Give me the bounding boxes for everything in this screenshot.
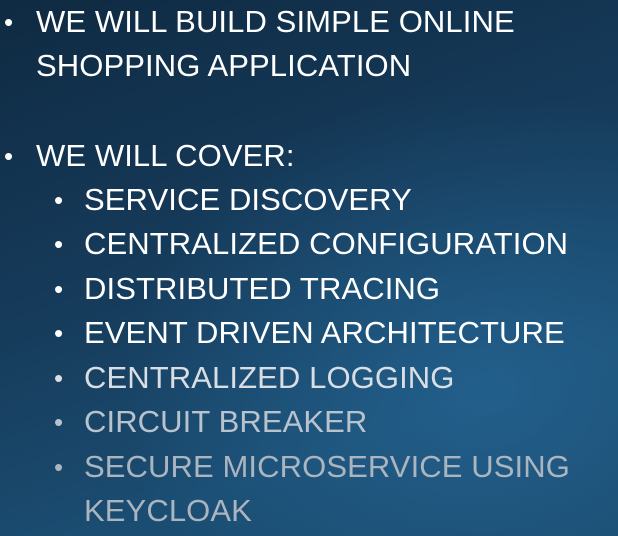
sub-bullet-dot: • — [54, 274, 64, 304]
sub-item-circuit-breaker: CIRCUIT BREAKER — [84, 404, 368, 439]
bullet-dot: • — [4, 141, 14, 171]
sub-item-centralized-configuration: CENTRALIZED CONFIGURATION — [84, 226, 569, 261]
bullet-2-text: WE WILL COVER: — [36, 138, 295, 173]
sub-item-secure-microservice-line-2: KEYCLOAK — [84, 493, 252, 528]
bullet-1-line-1: WE WILL BUILD SIMPLE ONLINE — [36, 4, 515, 39]
sub-bullet-dot: • — [54, 229, 64, 259]
sub-item-service-discovery: SERVICE DISCOVERY — [84, 182, 412, 217]
sub-bullet-dot: • — [54, 185, 64, 215]
bullet-dot: • — [4, 7, 14, 37]
bullet-1-line-2: SHOPPING APPLICATION — [36, 48, 412, 83]
sub-bullet-dot: • — [54, 363, 64, 393]
sub-item-distributed-tracing: DISTRIBUTED TRACING — [84, 271, 441, 306]
sub-item-event-driven-architecture: EVENT DRIVEN ARCHITECTURE — [84, 315, 565, 350]
sub-bullet-dot: • — [54, 407, 64, 437]
sub-item-secure-microservice: SECURE MICROSERVICE USING — [84, 449, 570, 484]
sub-bullet-dot: • — [54, 318, 64, 348]
sub-bullet-dot: • — [54, 452, 64, 482]
sub-item-centralized-logging: CENTRALIZED LOGGING — [84, 360, 455, 395]
